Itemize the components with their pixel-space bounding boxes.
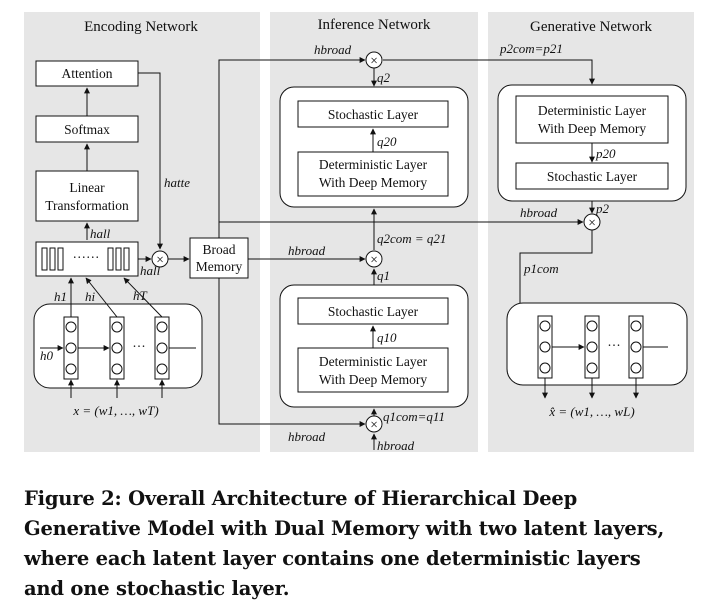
deterministic-layer-bottom <box>297 347 449 393</box>
p2-label: p2 <box>595 201 610 216</box>
figure-caption: Figure 2: Overall Architecture of Hierar… <box>24 487 665 600</box>
q2-label: q2 <box>377 70 391 85</box>
x-sequence-label: x = (w1, …, wT) <box>72 403 158 418</box>
encoding-panel-title: Encoding Network <box>84 19 198 35</box>
stochastic-layer-top-label: Stochastic Layer <box>328 107 419 122</box>
q1com-eq-label: q1com=q11 <box>383 409 445 424</box>
broad-memory-line1: Broad <box>203 242 236 257</box>
p2com-eq-label: p2com=p21 <box>499 41 563 56</box>
stochastic-layer-bottom-label: Stochastic Layer <box>328 304 419 319</box>
multiply-symbol-encoding: × <box>156 252 164 267</box>
wire-broad-to-bottom <box>218 278 366 427</box>
rnn-cells-decoder <box>537 315 644 379</box>
h-broad-mid-label: hbroad <box>288 243 326 258</box>
generative-stochastic-layer <box>515 162 669 190</box>
generative-panel <box>488 12 694 452</box>
arrow-attention-to-multiply <box>138 72 163 250</box>
multiply-node-mid <box>365 250 383 268</box>
arrow-hi-to-hall <box>85 277 118 318</box>
q1-label: q1 <box>377 268 390 283</box>
deterministic-top-line1: Deterministic Layer <box>319 157 428 172</box>
multiply-symbol-bottom: × <box>370 417 378 432</box>
softmax-box <box>35 115 139 143</box>
p20-label: p20 <box>595 146 616 161</box>
h-all-cells <box>41 247 130 271</box>
deterministic-bottom-line2: With Deep Memory <box>319 372 427 387</box>
stochastic-layer-top <box>297 100 449 128</box>
rnn-encoder-ellipsis: ··· <box>132 339 146 354</box>
rnn-cells-encoder <box>63 316 170 380</box>
multiply-symbol-top: × <box>370 53 378 68</box>
arrow-hT-to-hall <box>123 277 163 318</box>
linear-label-line2: Transformation <box>45 198 129 213</box>
p1com-label: p1com <box>523 261 559 276</box>
h0-label: h0 <box>40 348 54 363</box>
q2com-eq-label: q2com = q21 <box>377 231 446 246</box>
h-broad-bottom-label: hbroad <box>288 429 326 444</box>
softmax-label: Softmax <box>64 122 110 137</box>
h-all-top-label: hall <box>90 226 111 241</box>
h-broad-top-label: hbroad <box>314 42 352 57</box>
q20-label: q20 <box>377 134 397 149</box>
x-hat-sequence-label: x̂ = (w1, …, wL) <box>548 404 634 419</box>
generative-det-line2: With Deep Memory <box>538 121 646 136</box>
h-atte-label: hatte <box>164 175 190 190</box>
h-all-side-label: hall <box>140 263 161 278</box>
h1-label: h1 <box>54 289 67 304</box>
generative-panel-title: Generative Network <box>530 19 653 35</box>
broad-memory-box <box>189 237 249 279</box>
linear-label-line1: Linear <box>69 180 105 195</box>
hi-label: hi <box>85 289 96 304</box>
generative-h-broad-label: hbroad <box>520 205 558 220</box>
deterministic-layer-top <box>297 151 449 197</box>
stochastic-layer-bottom <box>297 297 449 325</box>
attention-label: Attention <box>62 66 113 81</box>
inference-panel-title: Inference Network <box>318 17 431 33</box>
hT-label: hT <box>133 288 148 303</box>
generative-stochastic-label: Stochastic Layer <box>547 169 638 184</box>
wire-broad-to-top <box>218 57 366 238</box>
h-all-ellipsis: ······ <box>73 250 100 265</box>
q10-label: q10 <box>377 330 397 345</box>
deterministic-bottom-line1: Deterministic Layer <box>319 354 428 369</box>
h-broad-in-label: hbroad <box>377 438 415 453</box>
broad-memory-line2: Memory <box>196 259 243 274</box>
generative-det-line1: Deterministic Layer <box>538 103 647 118</box>
generative-deterministic-layer <box>515 95 669 144</box>
multiply-node-bottom <box>365 415 383 433</box>
linear-transformation-box <box>35 170 139 222</box>
wire-top-to-generative <box>383 59 595 85</box>
multiply-symbol-mid: × <box>370 252 378 267</box>
rnn-decoder-ellipsis: ··· <box>607 338 621 353</box>
multiply-symbol-generative: × <box>588 215 596 230</box>
deterministic-top-line2: With Deep Memory <box>319 175 427 190</box>
